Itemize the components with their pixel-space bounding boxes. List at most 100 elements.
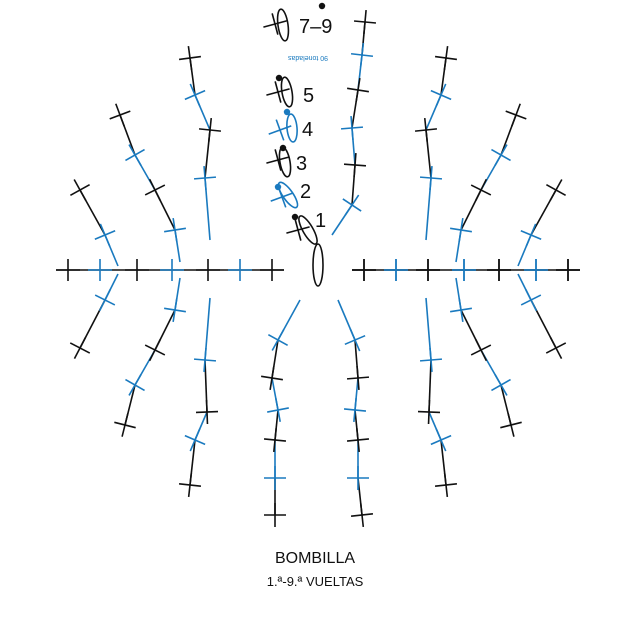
cross-stroke	[414, 128, 438, 132]
cross-stroke	[94, 230, 116, 240]
stitch-cross	[419, 165, 443, 191]
cross-stroke	[520, 230, 542, 240]
slip-stitch-dot	[318, 2, 326, 10]
cross-stroke	[520, 294, 542, 306]
stitch-cross	[164, 298, 186, 322]
stitch-cross	[125, 374, 145, 396]
cross-stroke	[178, 482, 202, 488]
cross-stroke	[184, 89, 206, 101]
cross-stroke	[500, 421, 522, 429]
stitch-cross	[352, 259, 376, 281]
cross-stroke	[193, 176, 217, 180]
round-label-4: 4	[302, 119, 313, 141]
cross-stroke	[69, 342, 91, 354]
cross-stroke	[346, 376, 370, 380]
cross-stroke	[417, 410, 441, 414]
cross-stroke	[125, 378, 145, 392]
stitch-cross	[520, 288, 542, 312]
cross-stroke	[267, 333, 289, 347]
round-label-3: 3	[296, 153, 307, 175]
stitch-cross	[178, 46, 202, 70]
slip-stitch-dot	[279, 144, 287, 152]
cross-stroke	[274, 149, 282, 171]
cross-stroke	[450, 307, 472, 313]
stitch-cross	[353, 9, 377, 35]
stitch-cross	[178, 472, 202, 498]
stitch-cross	[94, 288, 116, 312]
stitch-cross	[346, 365, 370, 391]
stitch-cross	[56, 259, 80, 281]
diagram-subtitle: 1.ª-9.ª VUELTAS	[266, 574, 364, 589]
stitch-cross	[263, 13, 287, 35]
stitch-cross	[434, 472, 458, 498]
cross-stroke	[274, 81, 282, 103]
cross-stroke	[491, 378, 511, 392]
cross-stroke	[343, 408, 367, 412]
chain-oval	[276, 8, 290, 42]
stitch-cross	[343, 152, 367, 178]
stitch-cross	[434, 46, 458, 70]
stitch-cross	[491, 374, 511, 396]
slip-stitch-dot	[275, 74, 283, 82]
stitch-cross	[505, 103, 527, 127]
watermark-text: 90 toneladas	[287, 54, 328, 61]
stitch-cross	[144, 338, 166, 362]
cross-stroke	[505, 110, 527, 120]
round-label-5: 5	[303, 85, 314, 107]
cross-stroke	[342, 198, 362, 212]
stitch-cross	[114, 413, 136, 437]
cross-stroke	[545, 183, 567, 197]
cross-stroke	[346, 438, 370, 442]
cross-stroke	[144, 184, 166, 196]
cross-stroke	[195, 410, 219, 414]
cross-stroke	[470, 184, 492, 196]
stitch-cross	[430, 83, 452, 107]
stitch-cross	[340, 115, 364, 141]
stitch-cross	[344, 328, 366, 352]
stitch-cross	[346, 427, 370, 453]
cross-stroke	[350, 52, 374, 58]
slip-stitch-dot	[283, 108, 291, 116]
stitch-cross	[261, 366, 283, 390]
cross-stroke	[419, 358, 443, 362]
stitch-cross	[193, 347, 217, 373]
stitch-cross	[470, 178, 492, 202]
stitch-cross	[195, 399, 219, 425]
cross-stroke	[434, 482, 458, 488]
cross-stroke	[125, 148, 145, 162]
stitch-cross	[267, 329, 289, 351]
stitch-cross	[109, 103, 131, 127]
stitch-cross	[264, 466, 286, 490]
stitch-cross	[491, 144, 511, 166]
cross-stroke	[294, 219, 302, 241]
cross-stroke	[430, 434, 452, 446]
stitch-cross	[350, 502, 374, 528]
stitch-cross	[520, 223, 542, 247]
stitch-cross	[286, 219, 310, 241]
center-oval	[312, 243, 324, 287]
cross-stroke	[178, 55, 202, 61]
stitch-cross	[263, 427, 287, 453]
cross-stroke	[430, 89, 452, 101]
slip-stitch-dot	[291, 213, 299, 221]
stitch-cross	[69, 336, 91, 360]
cross-stroke	[434, 55, 458, 61]
stitch-cross	[196, 259, 220, 281]
cross-stroke	[164, 307, 186, 313]
stitch-arms	[56, 9, 580, 528]
cross-stroke	[271, 13, 279, 35]
chain-oval	[280, 76, 294, 108]
stitch-cross	[350, 42, 374, 68]
cross-stroke	[347, 87, 369, 93]
cross-stroke	[164, 227, 186, 233]
cross-stroke	[275, 119, 285, 141]
stitch-cross	[419, 347, 443, 373]
chain-oval	[278, 146, 292, 178]
stitch-cross	[88, 259, 112, 281]
stitch-cross	[343, 397, 367, 423]
stitch-cross	[264, 503, 286, 527]
stitch-cross	[556, 259, 580, 281]
stitch-cross	[144, 178, 166, 202]
chain-oval	[298, 215, 318, 245]
